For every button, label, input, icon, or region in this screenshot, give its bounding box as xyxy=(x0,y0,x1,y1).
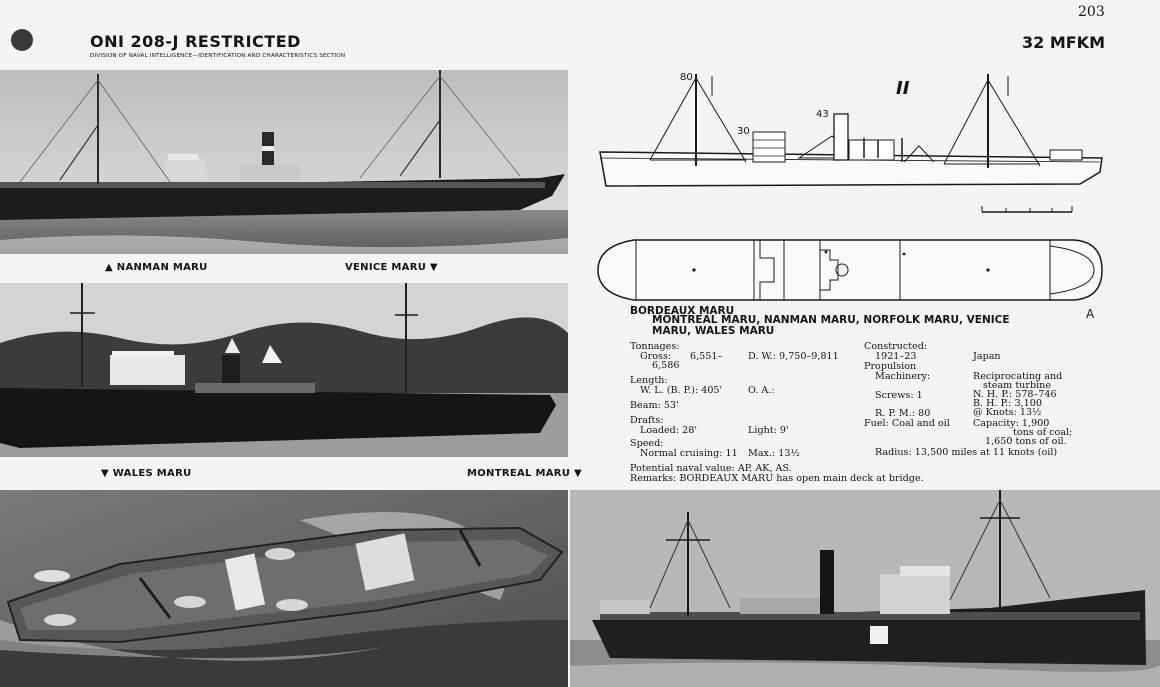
radius: Radius: 13,500 miles at 11 knots (oil) xyxy=(875,447,1058,458)
drawing-mark-A: A xyxy=(1086,307,1095,321)
potential-naval-value: Potential naval value: AP, AK, AS. xyxy=(630,463,792,474)
draft-loaded: Loaded: 28' xyxy=(640,425,697,436)
overall-length: O. A.: xyxy=(748,385,775,396)
waterline-length: W. L. (B. P.): 405' xyxy=(640,385,723,396)
speed-max: Max.: 13½ xyxy=(748,448,800,459)
nominal-horsepower: N. H. P.: 578–746 xyxy=(973,389,1057,400)
beam: Beam: 53' xyxy=(630,400,679,411)
brake-horsepower: B. H. P.: 3,100 xyxy=(973,398,1042,409)
caption-montreal-maru: MONTREAL MARU ▼ xyxy=(467,468,582,479)
caption-venice-maru: VENICE MARU ▼ xyxy=(345,262,438,273)
tonnages-label: Tonnages: xyxy=(630,341,680,352)
fuel: Fuel: Coal and oil xyxy=(864,418,950,429)
document-code: 32 MFKM xyxy=(1021,33,1105,52)
document-subtitle: DIVISION OF NAVAL INTELLIGENCE—IDENTIFIC… xyxy=(90,53,346,59)
machinery-value-1: Reciprocating and xyxy=(973,371,1063,382)
machinery-label: Machinery: xyxy=(875,371,931,382)
ship-profile-drawing: 80 30 43 II xyxy=(594,70,1106,220)
constructed-label: Constructed: xyxy=(864,341,928,352)
capacity-line-2: tons of coal; xyxy=(1013,427,1073,438)
type-mark-II: II xyxy=(896,78,910,99)
deadweight: D. W.: 9,750–9,811 xyxy=(748,351,839,362)
capacity-line-3: 1,650 tons of oil. xyxy=(985,436,1067,447)
ship-names-line-2: MARU, WALES MARU xyxy=(652,324,775,337)
document-title: ONI 208-J RESTRICTED xyxy=(90,32,301,51)
caption-nanman-maru: ▲ NANMAN MARU xyxy=(105,262,208,273)
remarks: Remarks: BORDEAUX MARU has open main dec… xyxy=(630,473,924,484)
ship-photo-side xyxy=(570,490,1160,687)
rpm: R. P. M.: 80 xyxy=(875,408,931,419)
gross-label: Gross: xyxy=(640,351,672,362)
screws: Screws: 1 xyxy=(875,390,923,401)
caption-wales-maru: ▼ WALES MARU xyxy=(101,468,192,479)
ship-photo-aerial xyxy=(0,490,568,687)
height-label-80: 80 xyxy=(680,72,693,83)
ship-plan-drawing xyxy=(594,234,1106,306)
speed-label: Speed: xyxy=(630,438,664,449)
constructed-years: 1921–23 xyxy=(875,351,917,362)
ship-names-sister: MONTREAL MARU, NANMAN MARU, NORFOLK MARU… xyxy=(652,315,1010,336)
capacity-line-1: Capacity: 1,900 xyxy=(973,418,1050,429)
binder-hole-top xyxy=(11,29,33,51)
drafts-label: Drafts: xyxy=(630,415,664,426)
ship-name-main: BORDEAUX MARU xyxy=(630,305,735,317)
ship-names-line-1: MONTREAL MARU, NANMAN MARU, NORFOLK MARU… xyxy=(652,314,1010,326)
speed-normal: Normal cruising: 11 xyxy=(640,448,738,459)
ship-photo-middle xyxy=(0,283,568,457)
constructed-place: Japan xyxy=(973,351,1001,362)
length-label: Length: xyxy=(630,375,668,386)
page-number: 203 xyxy=(1078,4,1105,20)
height-label-30: 30 xyxy=(737,126,750,137)
machinery-value-2: steam turbine xyxy=(983,380,1052,391)
draft-light: Light: 9' xyxy=(748,425,789,436)
height-label-43: 43 xyxy=(816,109,829,120)
gross-value-1: 6,551– xyxy=(690,351,723,362)
knots-at-power: @ Knots: 13½ xyxy=(973,407,1042,418)
gross-value-2: 6,586 xyxy=(652,360,680,371)
ship-photo-top xyxy=(0,70,568,254)
propulsion-label: Propulsion xyxy=(864,361,917,372)
